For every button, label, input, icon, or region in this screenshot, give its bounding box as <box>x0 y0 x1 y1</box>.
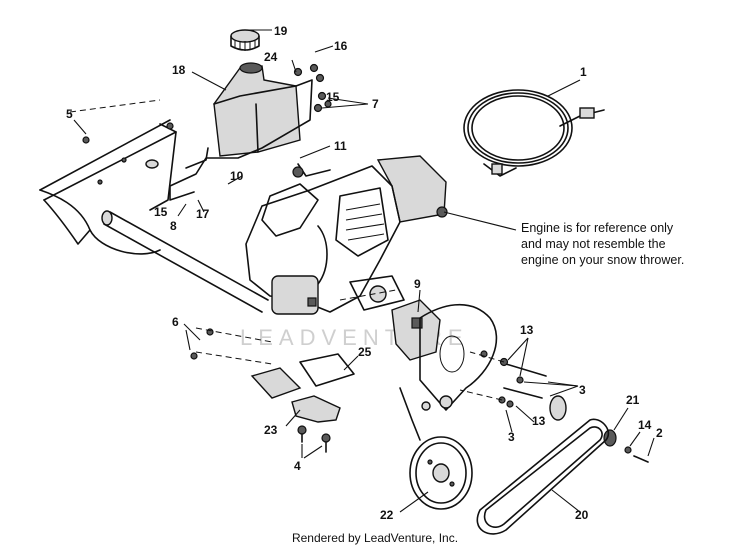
engine <box>245 155 448 315</box>
assembly-lines <box>69 99 505 401</box>
fuel-cap <box>230 29 260 51</box>
callouts: 1 2 3 3 4 5 6 7 8 9 10 11 13 13 14 15 15… <box>66 24 663 522</box>
callout-23: 23 <box>264 423 278 437</box>
callout-3a: 3 <box>579 383 586 397</box>
fuel-tank <box>213 62 301 157</box>
pulley-cover <box>399 303 498 441</box>
callout-5: 5 <box>66 107 73 121</box>
callout-10: 10 <box>230 169 244 183</box>
callout-19: 19 <box>274 24 288 38</box>
callout-13a: 13 <box>520 323 534 337</box>
axle-tube <box>101 210 269 313</box>
callout-24: 24 <box>264 50 278 64</box>
callout-3b: 3 <box>508 430 515 444</box>
callout-21: 21 <box>626 393 640 407</box>
callout-15a: 15 <box>326 90 340 104</box>
callout-17: 17 <box>196 207 210 221</box>
callout-15b: 15 <box>154 205 168 219</box>
callout-18: 18 <box>172 63 186 77</box>
callout-1: 1 <box>580 65 587 79</box>
callout-22: 22 <box>380 508 394 522</box>
bottom-plate <box>299 353 355 387</box>
mount-bracket <box>250 367 341 423</box>
drive-pulley <box>549 395 649 463</box>
engine-bracket <box>391 299 441 361</box>
cable-harness <box>463 89 605 177</box>
engine-note: Engine is for reference only and may not… <box>521 221 685 267</box>
callout-16: 16 <box>334 39 348 53</box>
callout-8: 8 <box>170 219 177 233</box>
callout-13b: 13 <box>532 414 546 428</box>
tank-bracket <box>169 79 313 201</box>
leader-lines <box>73 29 655 513</box>
footer-credit: Rendered by LeadVenture, Inc. <box>291 531 459 545</box>
callout-6: 6 <box>172 315 179 329</box>
frame-housing <box>39 119 177 255</box>
callout-25: 25 <box>358 345 372 359</box>
callout-11: 11 <box>334 139 347 153</box>
callout-9: 9 <box>414 277 421 291</box>
callout-20: 20 <box>575 508 589 522</box>
tank-hardware <box>293 63 332 113</box>
callout-7: 7 <box>372 97 379 111</box>
callout-2: 2 <box>656 426 663 440</box>
auger-pulley <box>409 436 473 510</box>
callout-14: 14 <box>638 418 652 432</box>
drive-belt <box>476 418 610 535</box>
callout-4: 4 <box>294 459 301 473</box>
